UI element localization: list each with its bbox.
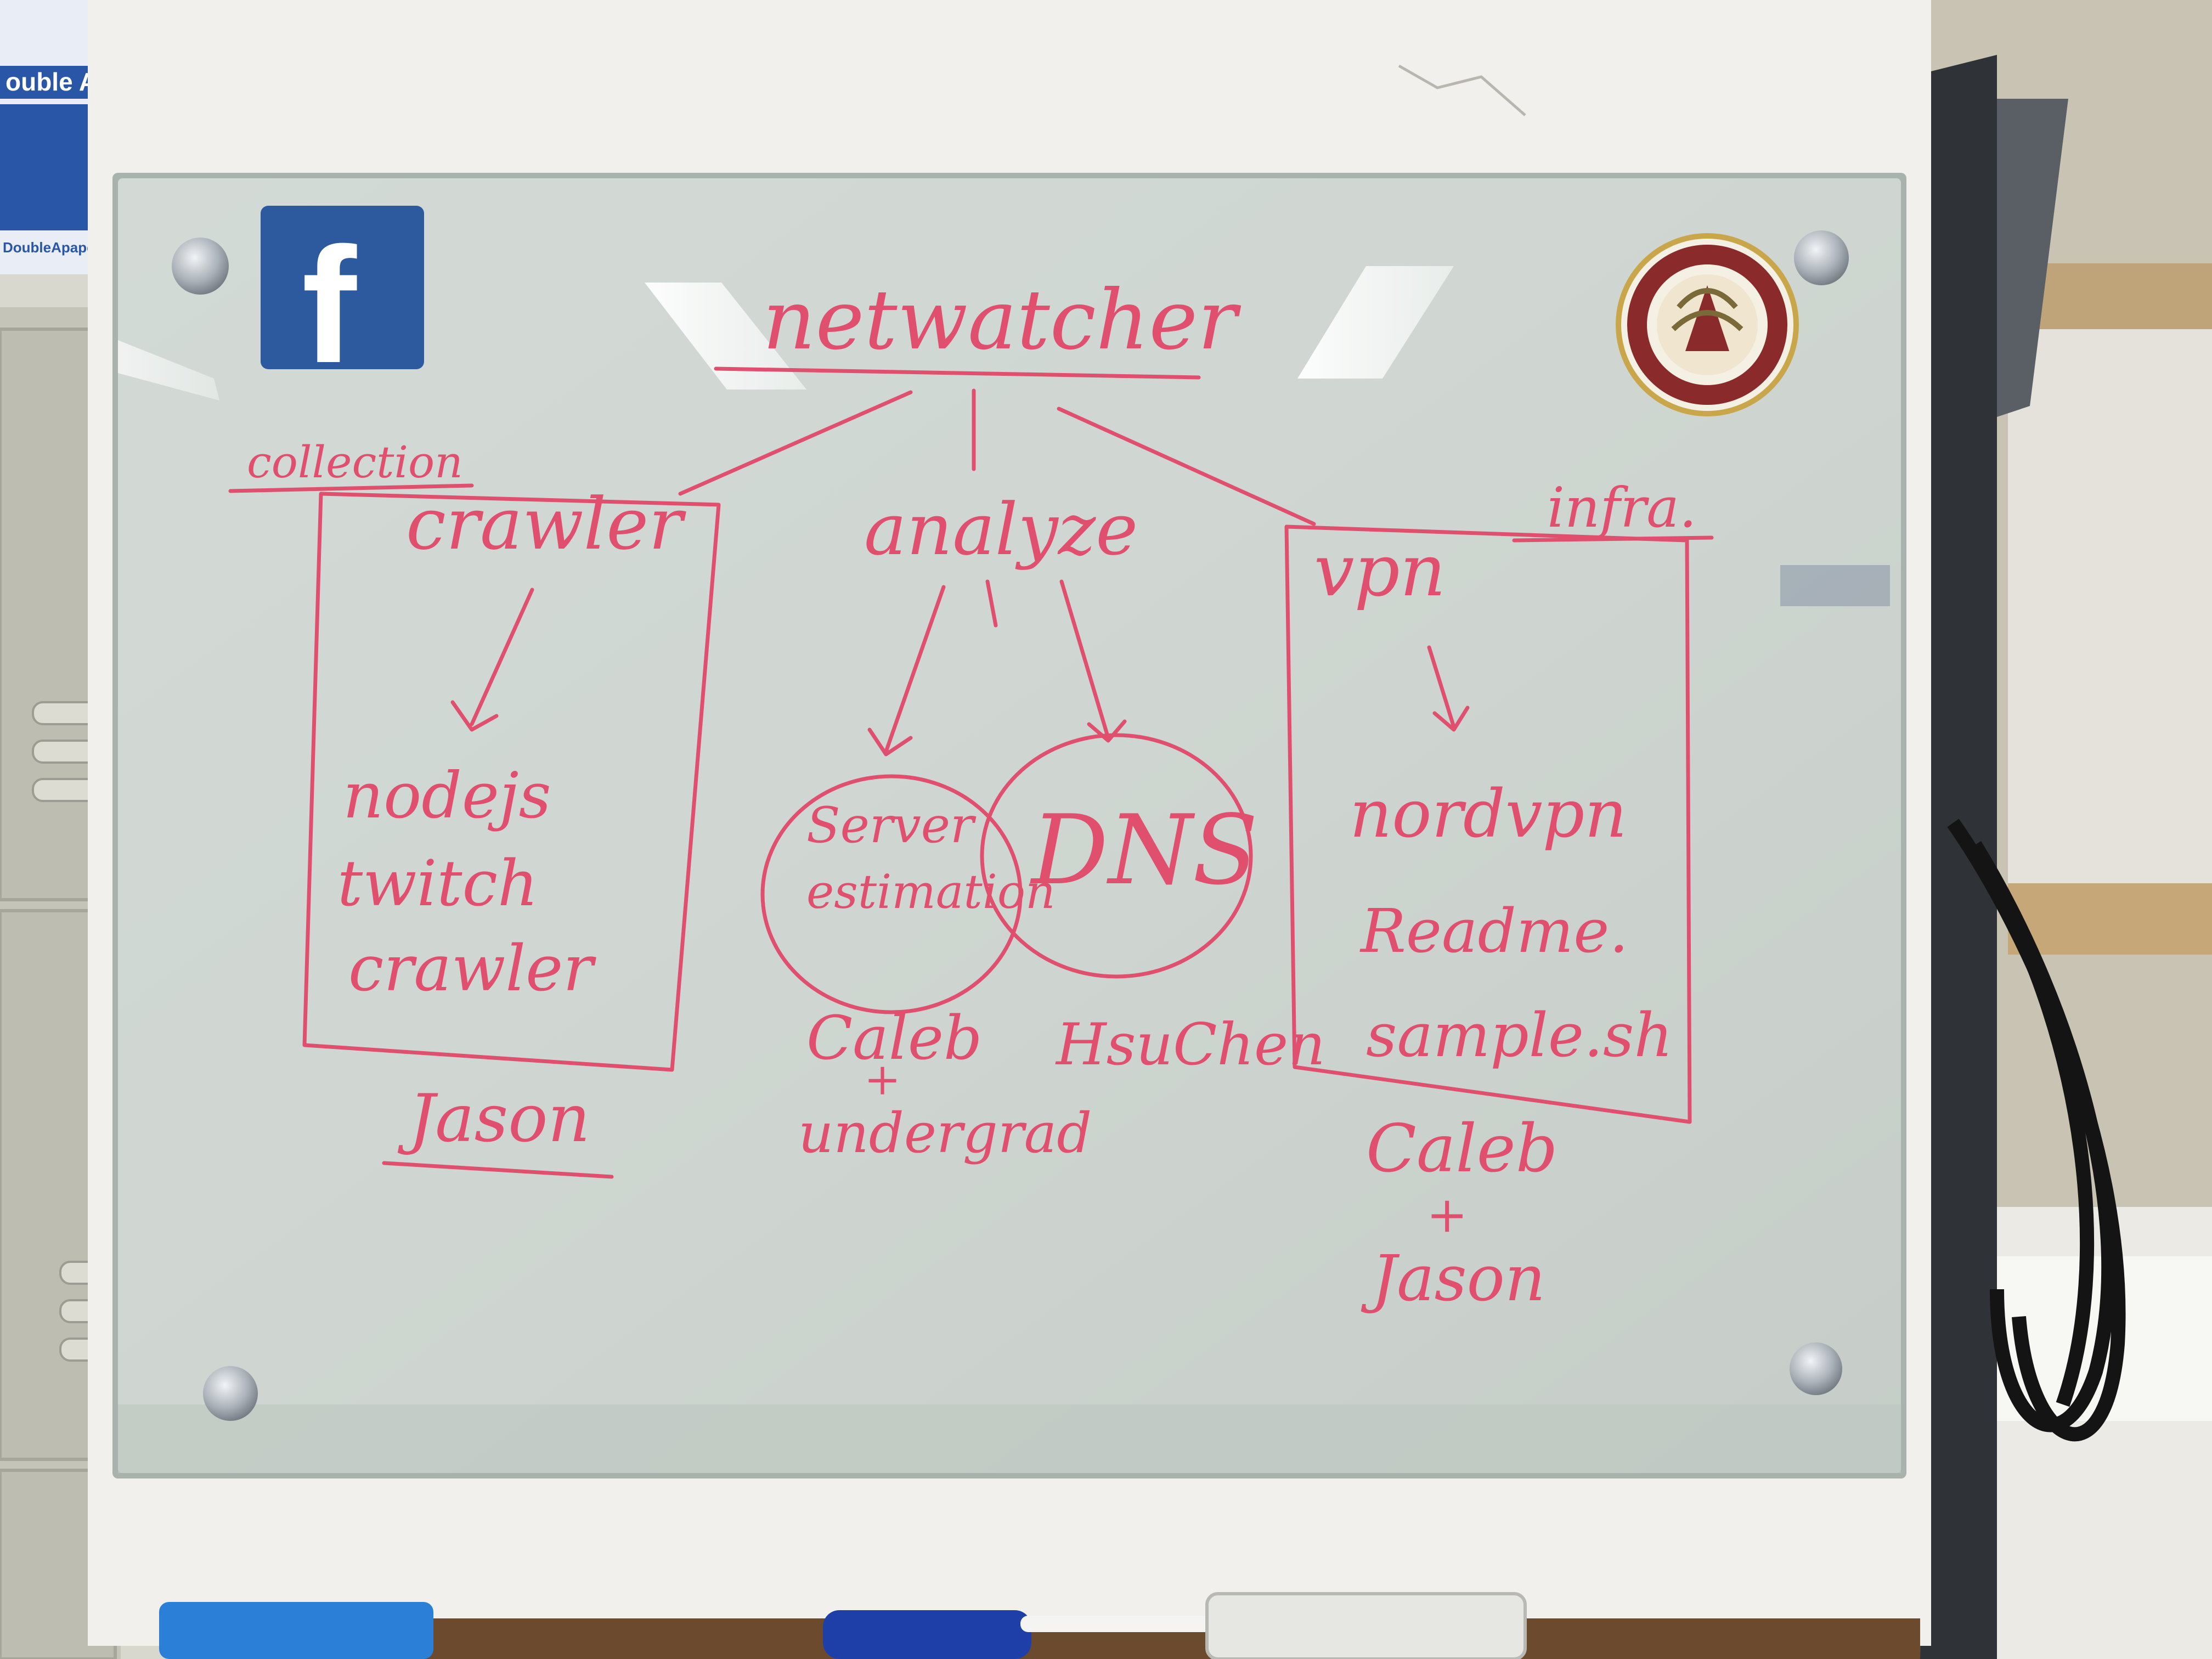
board-title: netwatcher [763, 273, 1242, 368]
monitor-edge [1920, 55, 1997, 1659]
eraser [1205, 1592, 1527, 1659]
vpn-heading: vpn [1314, 529, 1446, 612]
light-reflection [118, 266, 1454, 400]
vpn-arrow [1427, 645, 1470, 732]
analyze-arrow-right [1059, 579, 1127, 743]
university-seal-icon [1616, 233, 1799, 416]
blue-stapler [823, 1610, 1031, 1659]
crawler-owner: Jason [397, 1081, 590, 1157]
right-shelf [2008, 883, 2212, 955]
blue-marker [159, 1602, 433, 1659]
branch-line-left [678, 390, 913, 496]
server-owner-caleb: Caleb [806, 1003, 982, 1073]
vpn-owner-plus: + [1426, 1186, 1468, 1244]
crawler-item-crawler: crawler [348, 932, 596, 1006]
white-pen [1020, 1616, 1218, 1632]
right-shelf-back [2008, 329, 2212, 883]
branch-line-right [1057, 407, 1316, 526]
infra-label: infra. [1547, 476, 1697, 540]
mounting-bolts [172, 230, 1849, 1421]
collection-underline [228, 483, 474, 493]
vpn-item-nordvpn: nordvpn [1350, 776, 1627, 853]
corner-sign-text: ouble A [5, 67, 97, 96]
analyze-heading: analyze [864, 488, 1138, 571]
server-estimation-bubble [760, 774, 1023, 1014]
vpn-box [1284, 524, 1692, 1124]
monitor-frame [1997, 99, 2068, 417]
server-label: Server [806, 797, 977, 854]
bolt-bottom-right [1790, 1342, 1842, 1395]
estimation-label: estimation [806, 865, 1056, 919]
bolt-top-right [1794, 230, 1849, 285]
crawler-item-twitch: twitch [337, 847, 538, 921]
crawler-heading: crawler [406, 482, 686, 566]
bolt-top-left [172, 238, 229, 295]
facebook-logo-icon [261, 206, 424, 369]
tape-residue [1780, 565, 1890, 606]
corner-sign: ouble A DoubleApaper [0, 0, 100, 274]
vpn-item-readme: Readme. [1359, 896, 1628, 966]
analyze-arrow-center [985, 579, 998, 628]
crawler-arrow [450, 588, 534, 732]
black-cables [1947, 819, 2126, 1442]
title-underline [714, 366, 1201, 380]
vpn-owner-jason: Jason [1361, 1242, 1545, 1316]
crawler-item-nodejs: nodejs [343, 759, 551, 833]
analyze-arrow-left [867, 585, 946, 757]
collection-label: collection [247, 437, 463, 488]
bolt-bottom-left [203, 1366, 258, 1421]
facebook-f-glyph: f [302, 213, 358, 397]
corner-sign-subtext: DoubleApaper [3, 239, 100, 256]
dns-label: DNS [1030, 795, 1258, 906]
crawler-box [302, 492, 721, 1072]
vpn-item-sample-sh: sample.sh [1366, 1000, 1673, 1070]
dns-bubble [980, 733, 1253, 979]
server-owner-plus: + [864, 1054, 901, 1105]
owner-underline [382, 1161, 614, 1179]
facebook-sticker: f [261, 206, 424, 397]
vpn-owner-caleb: Caleb [1366, 1111, 1558, 1187]
server-owner-undergrad: undergrad [798, 1101, 1092, 1165]
wall-crack [1398, 64, 1526, 116]
dns-owner: HsuChen [1055, 1011, 1325, 1078]
